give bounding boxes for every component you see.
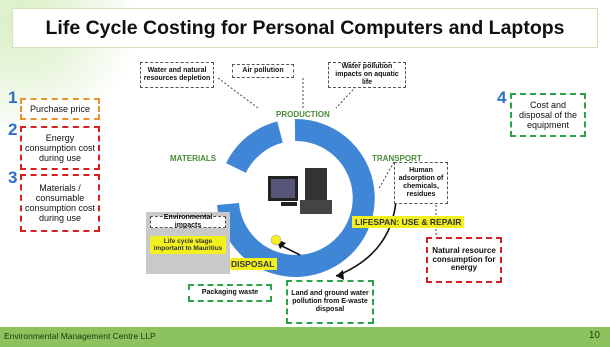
- cost-label: Energy consumption cost during use: [24, 132, 96, 164]
- legend-environmental: Environmental impacts: [150, 214, 226, 229]
- lifecycle-ring-graphic: [217, 77, 437, 280]
- stage-lifespan: LIFESPAN: USE & REPAIR: [352, 216, 465, 228]
- lifecycle-ring-segment: [226, 121, 284, 174]
- cost-number-1: 1: [8, 88, 18, 107]
- impact-natural-resource: Natural resource consumption for energy: [426, 237, 502, 283]
- cost-box-purchase-price: Purchase price: [20, 98, 100, 120]
- legend: Environmental impacts Life cycle stage i…: [146, 212, 230, 274]
- stage-transport: TRANSPORT: [372, 154, 422, 163]
- cost-number-3: 3: [8, 168, 18, 187]
- cost-number-4: 4: [497, 88, 507, 107]
- cost-box-energy: Energy consumption cost during use: [20, 126, 100, 170]
- cost-box-disposal: Cost and disposal of the equipment: [510, 93, 586, 137]
- cost-label: Cost and disposal of the equipment: [518, 99, 578, 131]
- stage-materials: MATERIALS: [170, 154, 217, 163]
- impact-water-pollution: Water pollution impacts on aquatic life: [328, 62, 406, 88]
- legend-lifecycle: Life cycle stage important to Mauritius: [150, 236, 226, 254]
- impact-air-pollution: Air pollution: [232, 64, 294, 78]
- lifecycle-diagram: Water and natural resources depletion Ai…: [140, 50, 465, 328]
- stage-disposal: DISPOSAL: [228, 258, 278, 270]
- page-number: 10: [588, 330, 600, 341]
- impact-water-resources: Water and natural resources depletion: [140, 62, 214, 88]
- slide-title: Life Cycle Costing for Personal Computer…: [45, 16, 565, 39]
- title-bar: Life Cycle Costing for Personal Computer…: [12, 8, 598, 48]
- stage-production: PRODUCTION: [276, 110, 330, 119]
- cost-label: Materials / consumable consumption cost …: [24, 182, 96, 224]
- impact-packaging-waste: Packaging waste: [188, 284, 272, 302]
- impact-human-adsorption: Human adsorption of chemicals, residues: [394, 162, 448, 204]
- footer: Environmental Management Centre LLP 10: [0, 327, 610, 347]
- footer-organization: Environmental Management Centre LLP: [4, 331, 156, 341]
- lifecycle-ring: [217, 118, 375, 277]
- impact-land-water: Land and ground water pollution from E-w…: [286, 280, 374, 324]
- cost-label: Purchase price: [29, 103, 91, 114]
- cost-number-2: 2: [8, 120, 18, 139]
- cost-box-materials: Materials / consumable consumption cost …: [20, 174, 100, 232]
